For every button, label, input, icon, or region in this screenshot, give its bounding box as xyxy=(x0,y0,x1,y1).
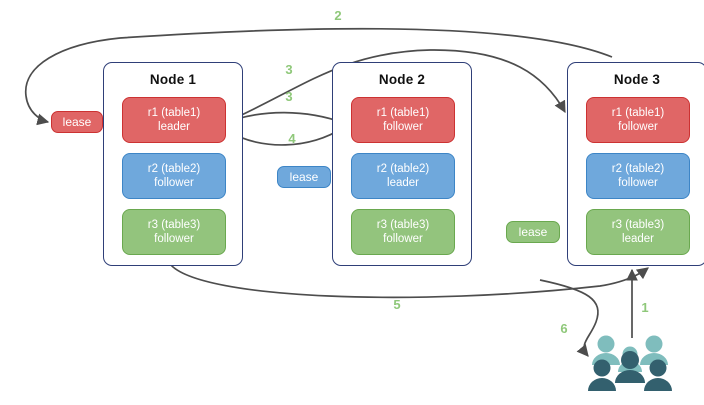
replica-role: leader xyxy=(158,121,190,133)
replica-node2-r3[interactable]: r3 (table3) follower xyxy=(351,209,455,255)
replica-node1-r3[interactable]: r3 (table3) follower xyxy=(122,209,226,255)
replica-role: follower xyxy=(383,121,423,133)
replica-name: r2 (table2) xyxy=(376,163,430,175)
step-label-4: 4 xyxy=(288,131,296,146)
replica-node3-r3[interactable]: r3 (table3) leader xyxy=(586,209,690,255)
lease-badge-blue[interactable]: lease xyxy=(277,166,331,188)
replica-role: leader xyxy=(387,177,419,189)
replica-node1-r2[interactable]: r2 (table2) follower xyxy=(122,153,226,199)
replica-name: r2 (table2) xyxy=(611,163,665,175)
step-label-6: 6 xyxy=(560,321,568,336)
replica-role: follower xyxy=(383,233,423,245)
replica-node1-r1[interactable]: r1 (table1) leader xyxy=(122,97,226,143)
replica-node2-r2[interactable]: r2 (table2) leader xyxy=(351,153,455,199)
step-label-5: 5 xyxy=(393,297,401,312)
replica-role: leader xyxy=(622,233,654,245)
replica-name: r3 (table3) xyxy=(611,219,665,231)
node-container-3: Node 3 r1 (table1) follower r2 (table2) … xyxy=(567,62,704,266)
arrow-step-3-upper xyxy=(221,49,566,125)
node-title-1: Node 1 xyxy=(149,72,197,87)
replica-name: r3 (table3) xyxy=(147,219,201,231)
node-title-2: Node 2 xyxy=(378,72,426,87)
arrow-step-2 xyxy=(25,27,613,126)
step-label-3a: 3 xyxy=(285,62,293,77)
step-label-3b: 3 xyxy=(285,89,293,104)
replica-role: follower xyxy=(618,121,658,133)
arrow-step-5 xyxy=(169,263,649,299)
replica-name: r3 (table3) xyxy=(376,219,430,231)
step-label-2: 2 xyxy=(334,8,342,23)
replica-role: follower xyxy=(154,233,194,245)
node-container-1: Node 1 r1 (table1) leader r2 (table2) fo… xyxy=(103,62,243,266)
lease-badge-green[interactable]: lease xyxy=(506,221,560,243)
replica-node2-r1[interactable]: r1 (table1) follower xyxy=(351,97,455,143)
replica-role: follower xyxy=(618,177,658,189)
node-container-2: Node 2 r1 (table1) follower r2 (table2) … xyxy=(332,62,472,266)
replica-name: r1 (table1) xyxy=(147,107,201,119)
users-group-icon xyxy=(588,335,672,391)
replica-name: r1 (table1) xyxy=(611,107,665,119)
lease-badge-red[interactable]: lease xyxy=(51,111,103,133)
replica-name: r1 (table1) xyxy=(376,107,430,119)
replica-role: follower xyxy=(154,177,194,189)
step-label-1: 1 xyxy=(641,300,649,315)
replica-name: r2 (table2) xyxy=(147,163,201,175)
node-title-3: Node 3 xyxy=(613,72,661,87)
arrow-step-6 xyxy=(539,279,599,357)
replica-node3-r1[interactable]: r1 (table1) follower xyxy=(586,97,690,143)
replica-node3-r2[interactable]: r2 (table2) follower xyxy=(586,153,690,199)
